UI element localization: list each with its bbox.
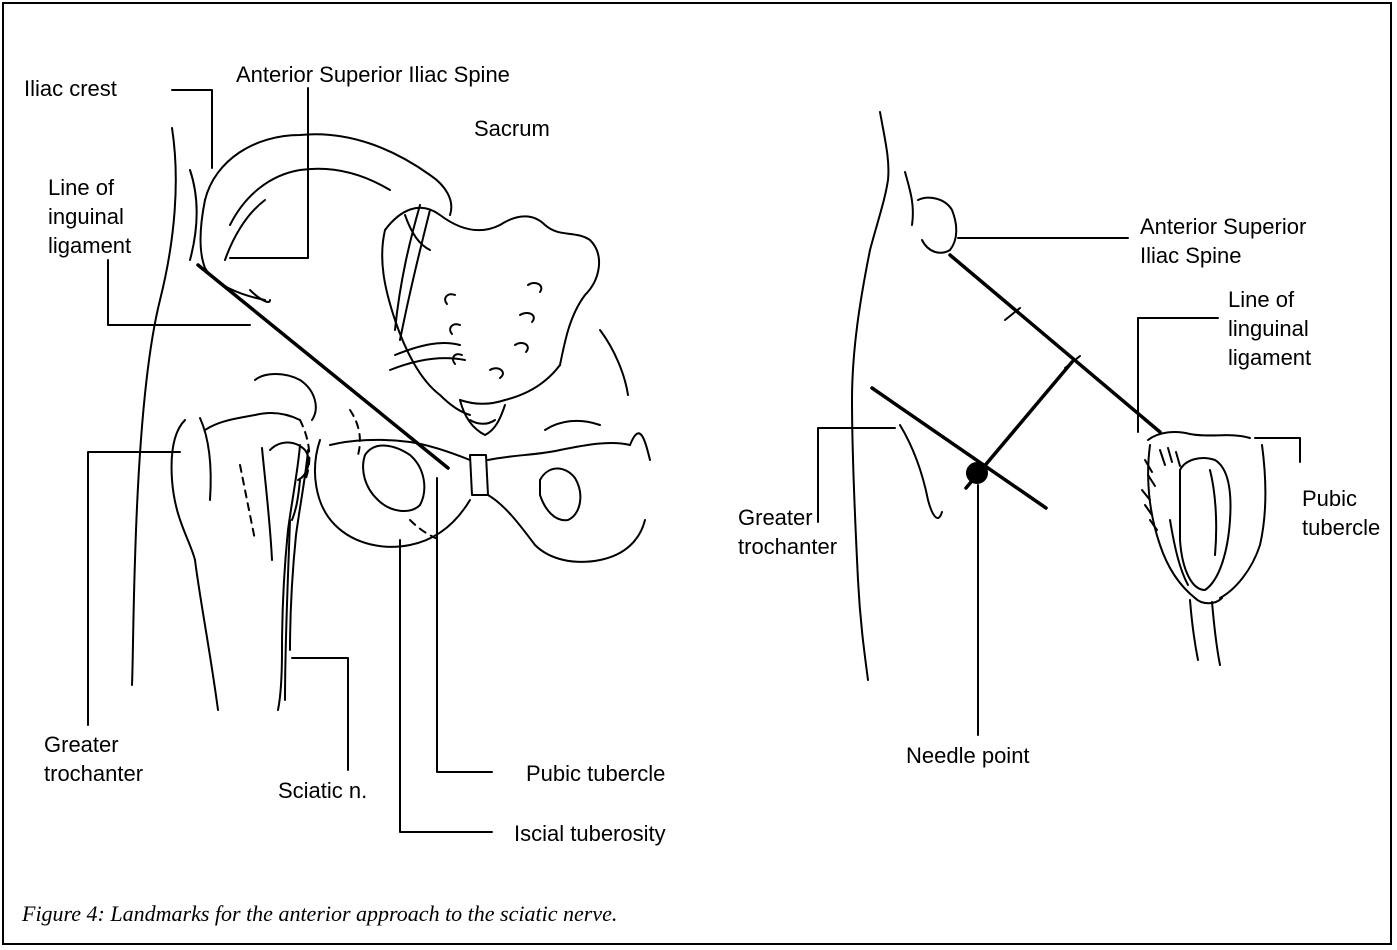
label-needle-point: Needle point xyxy=(906,741,1030,770)
label-iliac-crest: Iliac crest xyxy=(24,74,117,103)
label-pubic-tubercle-right: Pubic tubercle xyxy=(1302,484,1380,542)
label-greater-trochanter-left: Greater trochanter xyxy=(44,730,143,788)
label-sciatic-nerve: Sciatic n. xyxy=(278,776,367,805)
left-pelvis-drawing xyxy=(88,88,650,832)
label-anterior-superior-iliac-spine: Anterior Superior Iliac Spine xyxy=(236,60,510,89)
label-pubic-tubercle-left: Pubic tubercle xyxy=(526,759,665,788)
label-anterior-superior-iliac-spine-right: Anterior Superior Iliac Spine xyxy=(1140,212,1306,270)
right-surface-drawing xyxy=(818,112,1300,735)
label-greater-trochanter-right: Greater trochanter xyxy=(738,503,837,561)
label-sacrum: Sacrum xyxy=(474,114,550,143)
label-iscial-tuberosity: Iscial tuberosity xyxy=(514,819,666,848)
label-line-of-linguinal-ligament: Line of linguinal ligament xyxy=(1228,285,1311,372)
label-line-of-inguinal-ligament: Line of inguinal ligament xyxy=(48,173,131,260)
figure-caption: Figure 4: Landmarks for the anterior app… xyxy=(22,901,617,927)
